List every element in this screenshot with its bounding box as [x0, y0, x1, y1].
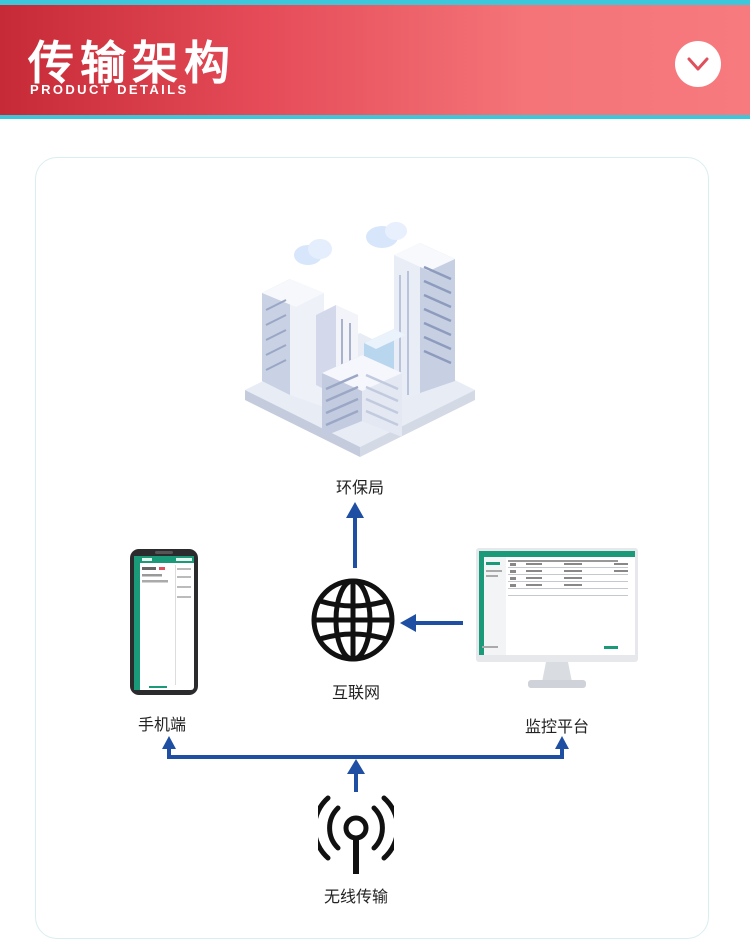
office-buildings-icon	[245, 222, 475, 457]
arrowhead-platform	[555, 736, 569, 749]
arrowhead-mobile	[162, 736, 176, 749]
label-bureau: 环保局	[336, 478, 385, 497]
monitor-icon	[476, 548, 638, 688]
label-mobile: 手机端	[138, 715, 187, 734]
collapse-toggle-button[interactable]	[675, 41, 721, 87]
node-mobile	[129, 548, 199, 700]
label-platform: 监控平台	[525, 717, 590, 736]
section-subtitle: PRODUCT DETAILS	[30, 82, 189, 97]
node-platform	[476, 546, 638, 694]
label-internet: 互联网	[332, 683, 381, 702]
node-internet	[310, 577, 396, 667]
section-header: 传输架构 PRODUCT DETAILS	[0, 5, 750, 115]
node-wireless	[312, 794, 400, 878]
header-bottom-accent-line	[0, 115, 750, 119]
connector-arrows	[162, 502, 569, 792]
section-title: 传输架构	[28, 36, 236, 90]
node-bureau	[240, 215, 480, 469]
antenna-signal-icon	[312, 795, 400, 874]
arrowhead-bureau	[346, 502, 364, 518]
chevron-down-icon	[687, 57, 709, 71]
header-top-accent-line	[0, 0, 750, 5]
arrowhead-internet	[400, 614, 416, 632]
smartphone-icon	[130, 549, 198, 695]
arrowhead-network-bus	[347, 759, 365, 774]
connector-mobile-to-platform	[167, 746, 564, 759]
label-wireless: 无线传输	[324, 887, 389, 906]
globe-icon	[311, 578, 395, 662]
